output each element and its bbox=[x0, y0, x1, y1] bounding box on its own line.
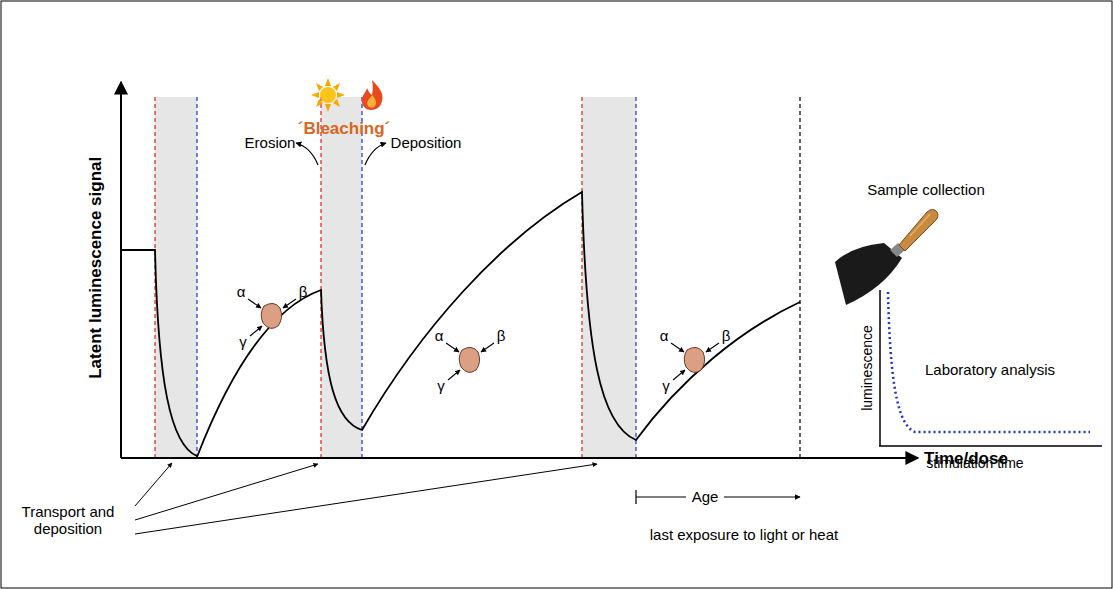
radiation-symbol: α bbox=[435, 327, 444, 344]
process-label: Transport and deposition bbox=[9, 503, 127, 538]
inset-x-axis bbox=[879, 445, 1102, 447]
inset-label: Laboratory analysis bbox=[925, 361, 1055, 378]
radiation-symbol: γ bbox=[437, 377, 445, 394]
radiation-symbol: β bbox=[299, 283, 308, 300]
mineral-grains bbox=[248, 299, 719, 380]
mineral-grain bbox=[459, 347, 479, 372]
process-label: ´Bleaching´ bbox=[298, 119, 391, 139]
radiation-arrow bbox=[673, 370, 685, 380]
radiation-symbol: γ bbox=[662, 377, 670, 394]
radiation-symbol: α bbox=[237, 283, 246, 300]
radiation-arrow bbox=[448, 370, 460, 380]
axis-title: Latent luminescence signal bbox=[86, 157, 106, 379]
inset-axis-title: luminescence bbox=[859, 325, 875, 411]
radiation-symbol: γ bbox=[239, 333, 247, 350]
age-arrow bbox=[724, 496, 800, 497]
deposition-arrow bbox=[365, 143, 386, 165]
event-lines bbox=[155, 97, 800, 458]
sun-icon bbox=[311, 78, 345, 112]
radiation-arrow bbox=[706, 343, 719, 352]
mineral-grain bbox=[261, 303, 281, 328]
trowel-icon bbox=[835, 210, 938, 306]
step-label: Sample collection bbox=[867, 181, 985, 198]
age-bar bbox=[636, 496, 686, 497]
signal-curve bbox=[121, 192, 800, 457]
inset-axis-title: stimulation time bbox=[926, 455, 1023, 471]
transport-arrows bbox=[135, 463, 597, 534]
age-label: Age bbox=[692, 488, 719, 505]
erosion-arrow bbox=[296, 143, 318, 165]
x-axis bbox=[121, 457, 918, 459]
radiation-arrow bbox=[283, 299, 296, 308]
age-note: last exposure to light or heat bbox=[650, 526, 838, 543]
radiation-arrow bbox=[248, 299, 261, 308]
radiation-symbol: α bbox=[660, 327, 669, 344]
y-axis bbox=[120, 82, 122, 458]
mineral-grain bbox=[684, 347, 704, 372]
radiation-arrow bbox=[446, 343, 459, 352]
process-label: Erosion bbox=[245, 134, 296, 151]
bleaching-bands bbox=[155, 97, 636, 458]
fire-icon bbox=[362, 80, 383, 110]
radiation-arrow bbox=[250, 326, 262, 336]
radiation-symbol: β bbox=[722, 327, 731, 344]
radiation-arrow bbox=[671, 343, 684, 352]
decay-curve bbox=[888, 292, 1090, 432]
radiation-symbol: β bbox=[497, 327, 506, 344]
inset-y-axis bbox=[879, 290, 881, 446]
radiation-arrow bbox=[481, 343, 494, 352]
process-label: Deposition bbox=[391, 134, 462, 151]
